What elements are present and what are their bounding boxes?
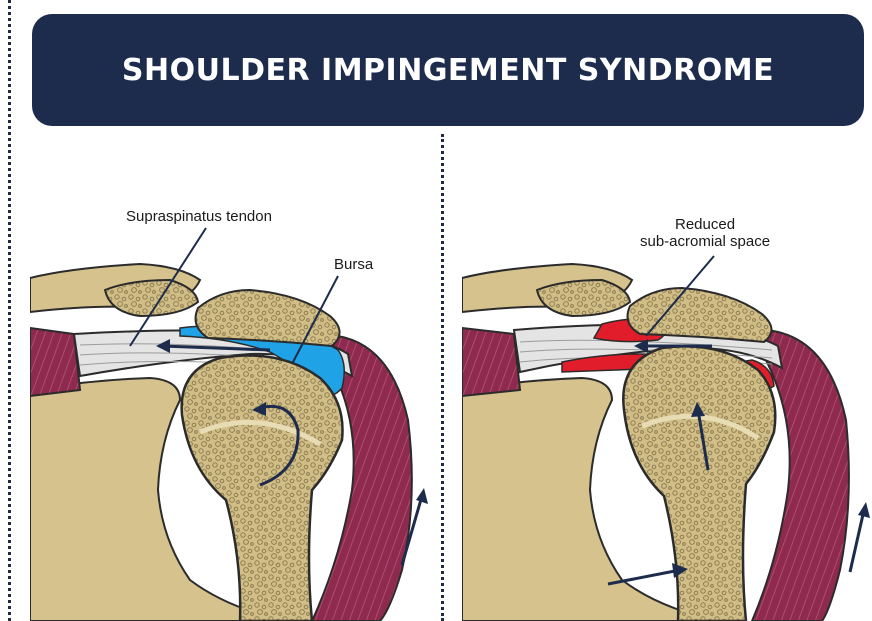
supraspinatus-tendon-label: Supraspinatus tendon xyxy=(126,208,272,225)
reduced-space-label-line1: Reduced xyxy=(640,216,770,233)
acromion xyxy=(196,290,340,346)
left-dotted-border xyxy=(8,0,11,621)
humerus xyxy=(623,346,775,621)
deltoid-arrow xyxy=(850,510,864,572)
normal-shoulder-panel: Supraspinatus tendon Bursa xyxy=(30,140,438,621)
page-title: SHOULDER IMPINGEMENT SYNDROME xyxy=(122,53,774,88)
impingement-illustration xyxy=(462,140,872,621)
clavicle-end xyxy=(537,280,630,316)
acromion xyxy=(628,288,772,342)
impingement-panel: Reduced sub-acromial space xyxy=(462,140,872,621)
humerus xyxy=(182,356,343,621)
rotator-muscle xyxy=(462,328,520,396)
clavicle-end xyxy=(105,280,198,316)
reduced-space-label-line2: sub-acromial space xyxy=(640,233,770,250)
reduced-space-label: Reduced sub-acromial space xyxy=(640,216,770,250)
rotator-muscle xyxy=(30,328,80,396)
bursa-label: Bursa xyxy=(334,256,373,273)
panel-divider xyxy=(441,134,444,621)
title-banner: SHOULDER IMPINGEMENT SYNDROME xyxy=(32,14,864,126)
